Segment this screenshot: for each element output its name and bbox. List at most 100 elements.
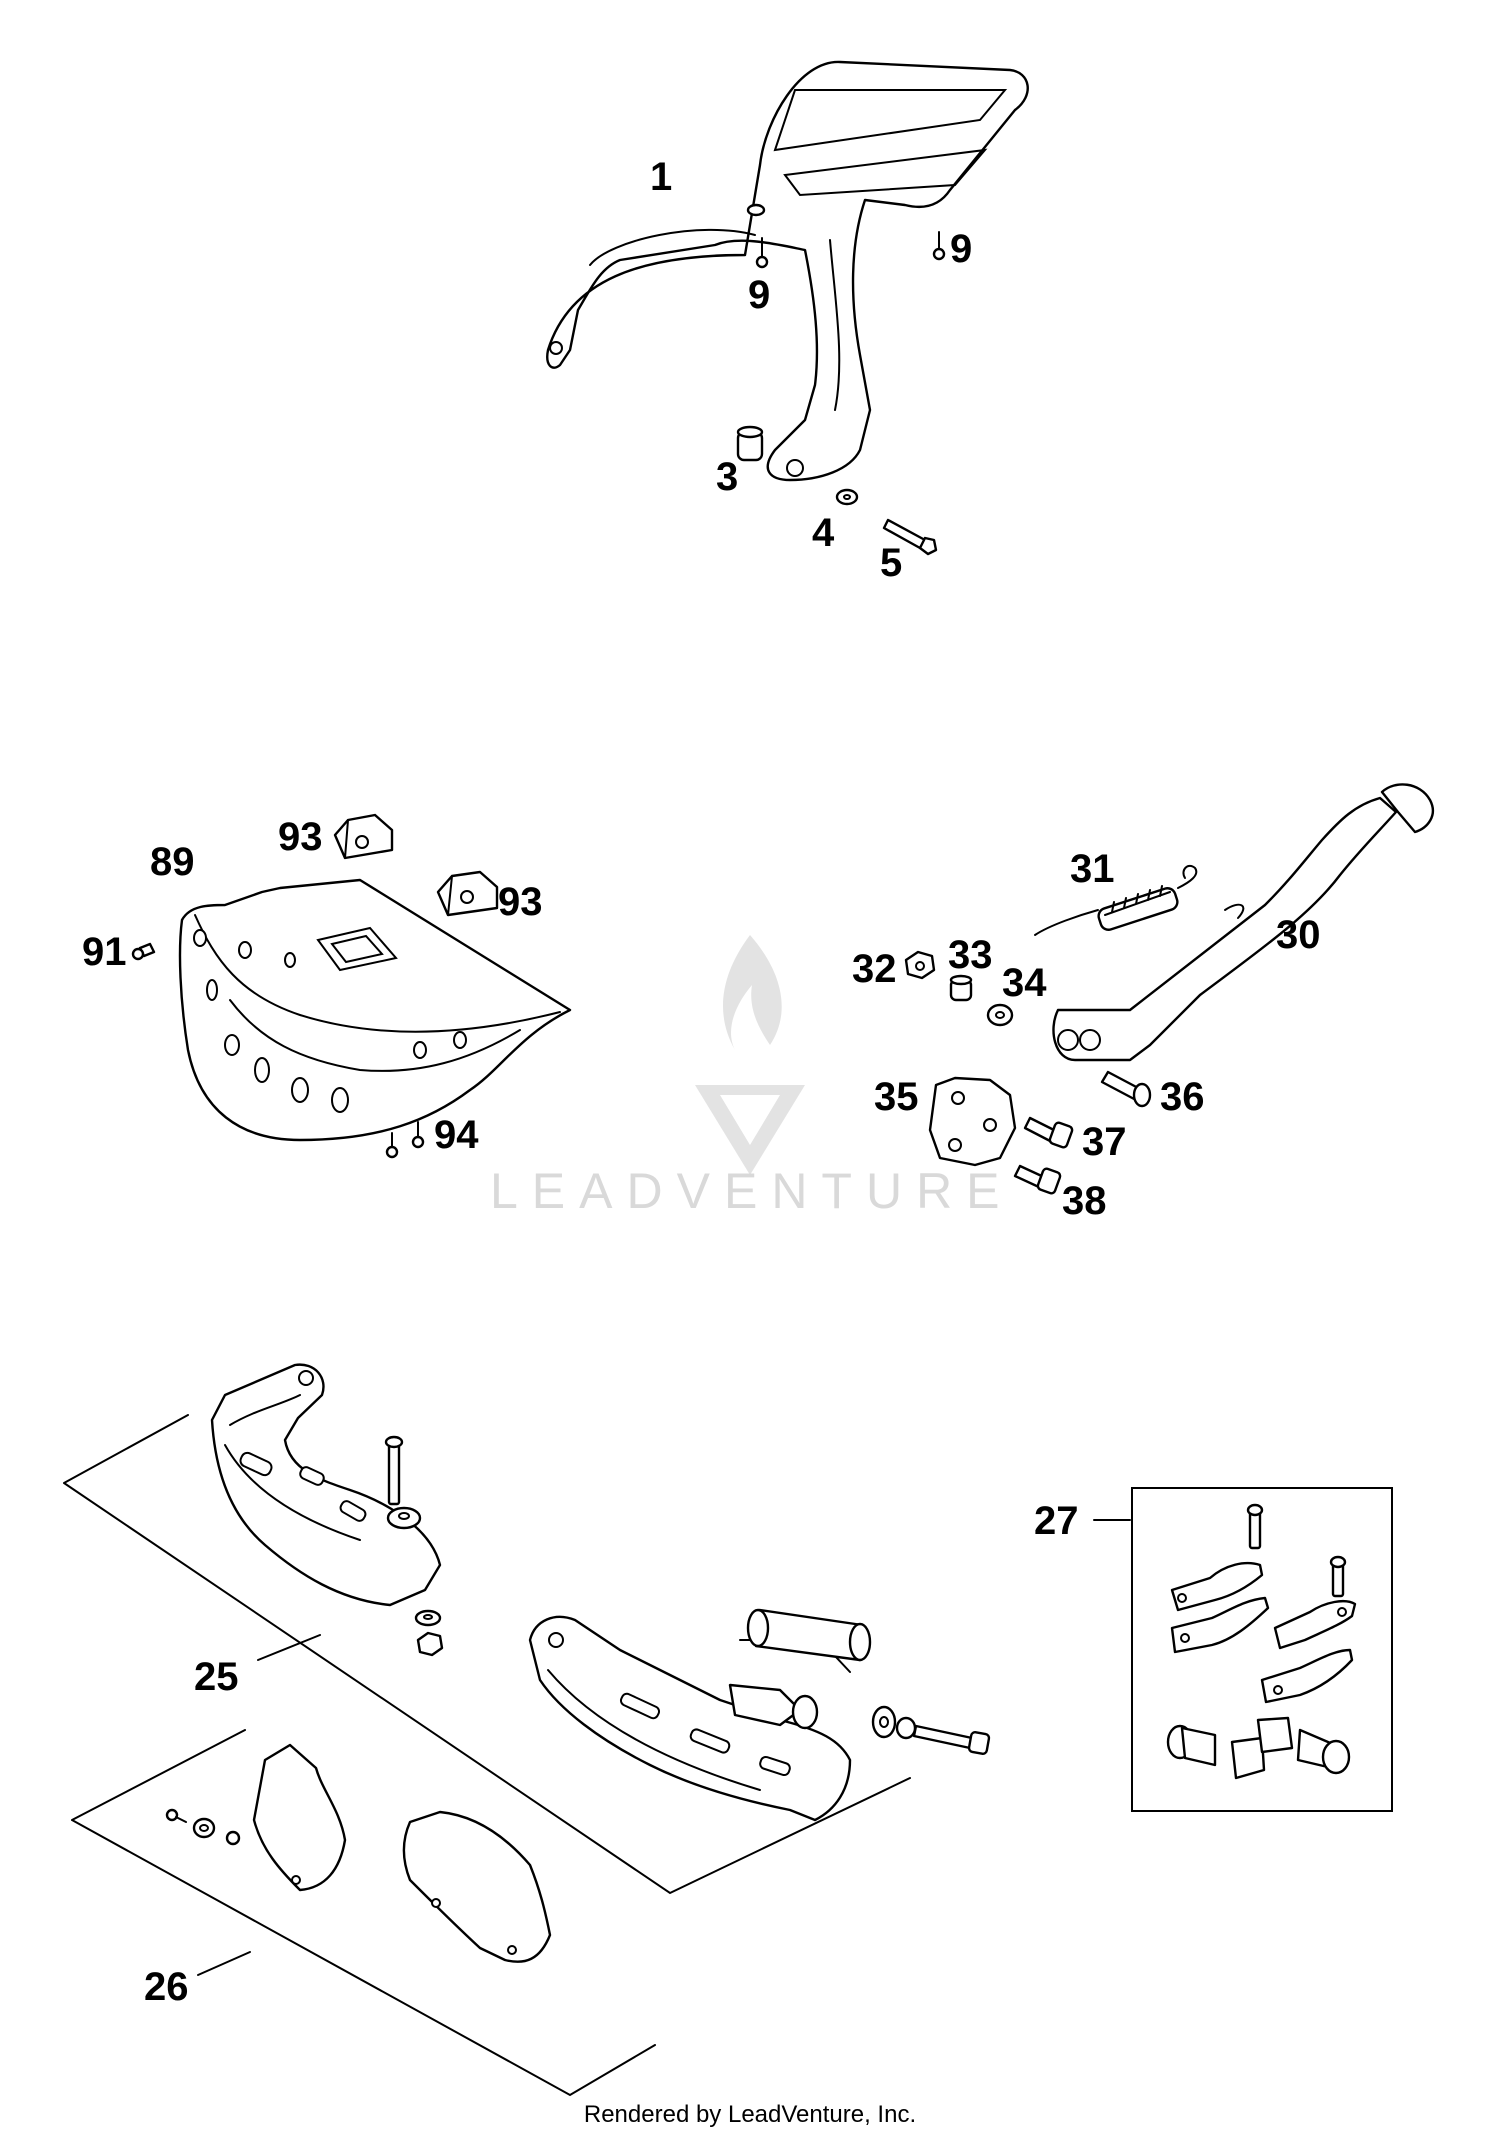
skid-hole-9 — [413, 1041, 427, 1059]
leader-25 — [257, 1634, 321, 1661]
part-screw-26 — [165, 1808, 187, 1823]
part-luggage-rack — [546, 60, 1029, 482]
rack-mount-hole-right — [786, 459, 804, 477]
callout-31: 31 — [1070, 847, 1115, 891]
left-guard-edge — [229, 1394, 301, 1426]
skid-hole-1 — [193, 929, 207, 947]
callout-9b: 9 — [950, 227, 972, 271]
part-screw-9b — [932, 231, 946, 261]
watermark-flame-icon — [723, 935, 782, 1050]
rack-mount-hole-left — [549, 341, 563, 355]
part-bar-end-right — [1296, 1728, 1351, 1775]
clamp-kit-group: 27 — [1034, 1487, 1393, 1812]
luggage-rack-group: 1 9 9 3 4 5 — [546, 60, 1029, 585]
callout-36: 36 — [1160, 1075, 1205, 1119]
part-guard-nut-left — [416, 1631, 444, 1657]
left-guard-rib — [224, 1444, 361, 1541]
skid-hole-3 — [224, 1034, 240, 1056]
right-guard-slot-3 — [759, 1755, 791, 1777]
callout-33: 33 — [948, 933, 993, 977]
side-stand-foot — [1380, 783, 1435, 834]
left-guard-slot-2 — [299, 1466, 325, 1486]
kit-outline-26 — [71, 1729, 656, 2097]
part-screw-94b — [411, 1121, 425, 1149]
part-nut-26 — [225, 1830, 241, 1846]
skid-hole-8 — [284, 952, 296, 968]
part-bracket-93b — [436, 870, 499, 917]
callout-27: 27 — [1034, 1499, 1079, 1543]
callout-30: 30 — [1276, 913, 1321, 957]
part-bar-end-rubber — [1256, 1716, 1294, 1754]
watermark-brand: LEADVENTURE — [490, 1163, 1014, 1219]
rack-slot-2 — [783, 148, 988, 197]
callout-37: 37 — [1082, 1120, 1127, 1164]
footer-credit: Rendered by LeadVenture, Inc. — [584, 2101, 916, 2128]
part-guard-bolt-left — [384, 1435, 404, 1506]
part-spring-31 — [1034, 864, 1198, 936]
skid-plate-group: 89 91 93 93 94 — [82, 813, 572, 1159]
side-stand-pivot-1 — [1057, 1029, 1079, 1051]
part-washer-26 — [192, 1817, 216, 1839]
part-grip-tube — [746, 1608, 872, 1662]
part-clamp-right — [1260, 1555, 1357, 1704]
rack-slot-1 — [773, 89, 1008, 152]
part-hand-guard-left — [210, 1363, 442, 1607]
watermark: LEADVENTURE — [490, 935, 1014, 1219]
right-guard-rib — [547, 1669, 761, 1791]
skid-plate-pad — [316, 926, 398, 972]
part-bar-end-left — [1166, 1724, 1217, 1767]
skid-hole-4 — [254, 1057, 270, 1083]
part-deflector-left — [252, 1743, 347, 1892]
deflector-hole-1 — [431, 1898, 441, 1908]
part-bracket-93a — [333, 813, 394, 860]
part-bar-end-insert — [728, 1683, 819, 1730]
part-side-stand-30 — [1052, 796, 1398, 1062]
callout-93a: 93 — [278, 815, 323, 859]
part-clamp-upper-left — [1170, 1503, 1270, 1654]
rack-mount-boss — [746, 203, 766, 217]
callout-25: 25 — [194, 1655, 239, 1699]
side-stand-group: 31 30 32 33 34 35 36 37 38 — [852, 783, 1435, 1223]
right-guard-mount-hole — [548, 1632, 564, 1648]
part-guard-washer-right — [871, 1705, 897, 1739]
hand-guard-group: 25 26 — [63, 1363, 991, 2097]
skid-plate-pad-inner — [330, 934, 384, 964]
part-bolt-36 — [1100, 1070, 1152, 1108]
rack-edge-left — [589, 228, 756, 266]
part-bolt-38 — [1013, 1164, 1062, 1195]
part-guard-spacer-right — [895, 1716, 917, 1740]
part-spacer-3 — [736, 425, 764, 462]
callout-38: 38 — [1062, 1179, 1107, 1223]
callout-93b: 93 — [498, 880, 543, 924]
kit-outline-25 — [63, 1414, 911, 1895]
callout-32: 32 — [852, 947, 897, 991]
part-screw-9a — [755, 237, 769, 269]
part-guard-spacer-left — [386, 1506, 422, 1530]
right-guard-slot-1 — [619, 1692, 661, 1720]
skid-hole-5 — [291, 1077, 309, 1103]
part-nut-32 — [904, 950, 936, 980]
rack-edge-right — [829, 239, 841, 411]
side-stand-pivot-2 — [1079, 1029, 1101, 1051]
part-bolt-37 — [1023, 1116, 1074, 1149]
callout-9a: 9 — [748, 273, 770, 317]
part-washer-4 — [835, 488, 859, 506]
skid-hole-10 — [453, 1031, 467, 1049]
part-bushing-33 — [949, 974, 973, 1002]
callout-1: 1 — [650, 155, 672, 199]
left-guard-slot-3 — [339, 1500, 367, 1522]
skid-hole-2 — [206, 979, 218, 1001]
part-guard-washer-left — [414, 1609, 442, 1627]
part-washer-34 — [986, 1003, 1014, 1027]
callout-5: 5 — [880, 541, 902, 585]
callout-3: 3 — [716, 455, 738, 499]
side-stand-spring-hook — [1224, 903, 1245, 919]
part-screw-94a — [385, 1132, 399, 1159]
part-skid-plate-89 — [178, 878, 572, 1142]
part-guard-bolt-right — [912, 1724, 991, 1755]
skid-hole-7 — [238, 941, 252, 959]
skid-plate-rim — [194, 914, 561, 1033]
part-bar-end-sleeve — [1230, 1736, 1266, 1780]
